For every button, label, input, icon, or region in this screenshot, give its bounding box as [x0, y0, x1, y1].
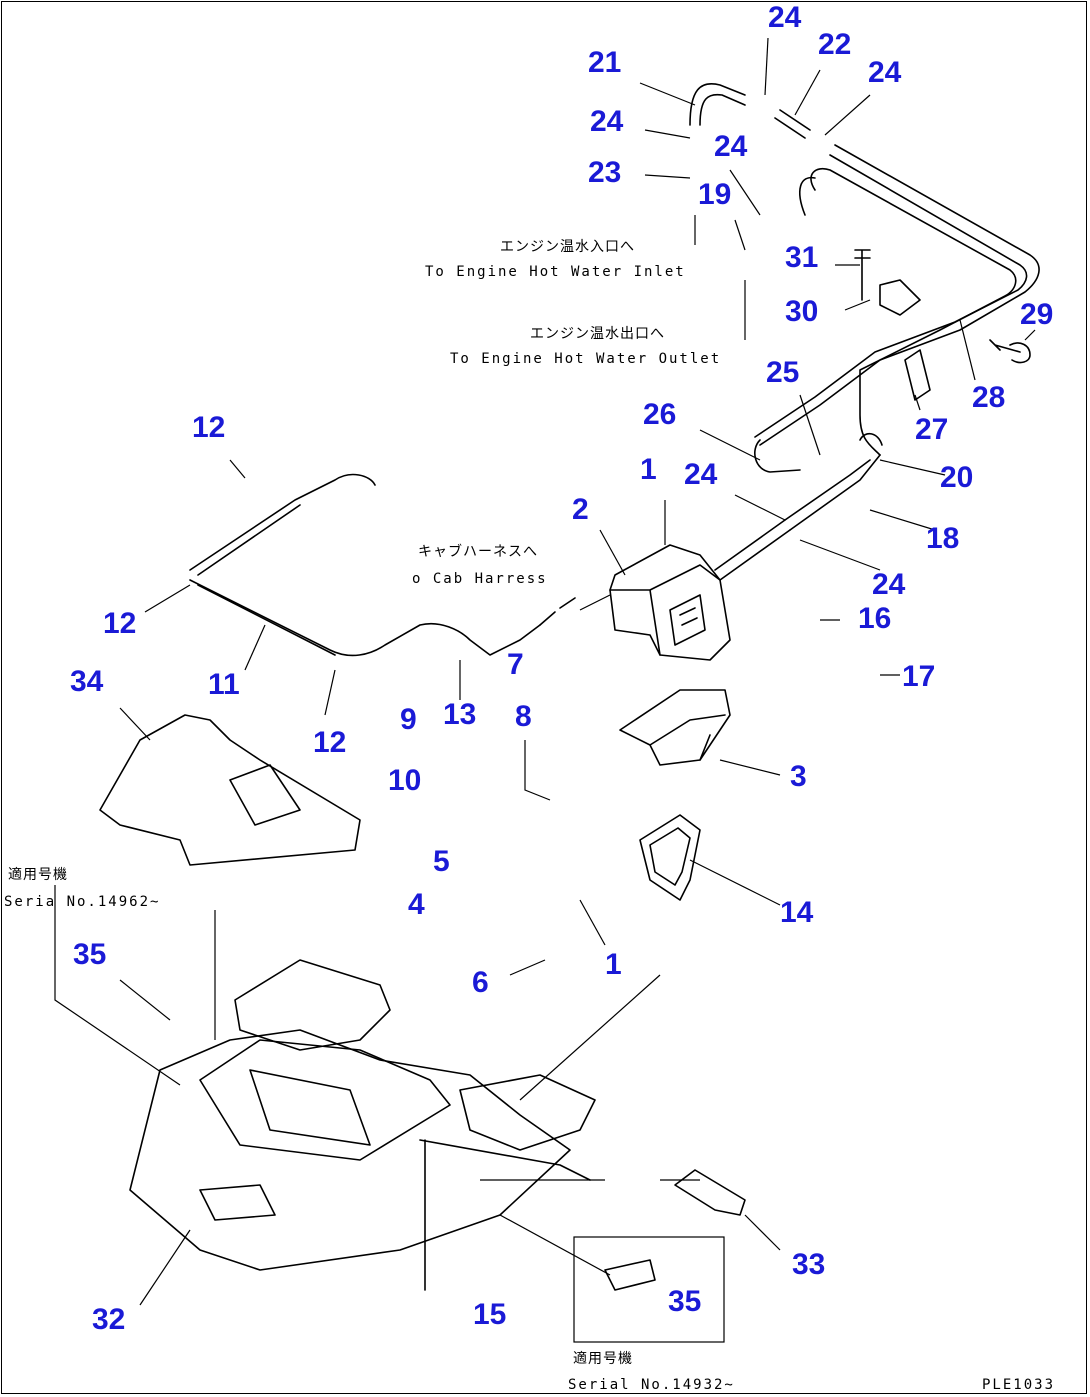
- cab-harness-note-jp: キャブハーネスへ: [418, 544, 538, 560]
- heater-unit: [609, 544, 731, 661]
- clip: [674, 1169, 746, 1216]
- outlet-note-jp: エンジン温水出口へ: [530, 326, 665, 342]
- gasket: [639, 814, 701, 901]
- part-label-24: 24: [590, 105, 624, 138]
- clamp-parts: [854, 249, 1031, 401]
- part-label-24: 24: [868, 56, 902, 89]
- inlet-note-en: To Engine Hot Water Inlet: [425, 264, 686, 280]
- part-label-2: 2: [572, 493, 589, 526]
- part-label-16: 16: [858, 602, 892, 635]
- part-label-20: 20: [940, 461, 974, 494]
- part-label-18: 18: [926, 522, 960, 555]
- part-label-26: 26: [643, 398, 677, 431]
- part-label-12: 12: [313, 726, 347, 759]
- part-label-10: 10: [388, 764, 422, 797]
- part-label-11: 11: [208, 668, 240, 701]
- part-label-15: 15: [473, 1298, 507, 1331]
- part-label-24: 24: [768, 1, 802, 34]
- part-label-19: 19: [698, 178, 732, 211]
- leader-lines: [54, 37, 1036, 1306]
- part-label-1: 1: [640, 453, 657, 486]
- part-label-34: 34: [70, 665, 104, 698]
- part-label-8: 8: [515, 700, 532, 733]
- part-label-33: 33: [792, 1248, 826, 1281]
- part-label-6: 6: [472, 966, 489, 999]
- part-label-7: 7: [507, 648, 524, 681]
- part-label-24: 24: [714, 130, 748, 163]
- serial-left-note-en: Seria No.14962~: [4, 894, 161, 910]
- part-label-30: 30: [785, 295, 819, 328]
- part-label-21: 21: [588, 46, 622, 79]
- floor-mat: [99, 714, 361, 866]
- part-label-3: 3: [790, 760, 807, 793]
- floor-frame: [129, 959, 596, 1291]
- part-label-29: 29: [1020, 298, 1054, 331]
- cab-harness-note-en: o Cab Harress: [412, 571, 548, 587]
- part-label-25: 25: [766, 356, 800, 389]
- serial-bottom-note-en: Serial No.14932~: [568, 1377, 735, 1393]
- part-label-28: 28: [972, 381, 1006, 414]
- part-label-5: 5: [433, 845, 450, 878]
- duct: [619, 689, 731, 766]
- part-label-35: 35: [73, 938, 107, 971]
- part-label-9: 9: [400, 703, 417, 736]
- part-label-24: 24: [872, 568, 906, 601]
- part-label-35: 35: [668, 1285, 702, 1318]
- harness: [189, 473, 576, 657]
- outlet-note-en: To Engine Hot Water Outlet: [450, 351, 722, 367]
- part-label-12: 12: [192, 411, 226, 444]
- part-label-27: 27: [915, 413, 949, 446]
- part-label-32: 32: [92, 1303, 126, 1336]
- serial-left-note-jp: 適用号機: [8, 867, 68, 883]
- part-label-17: 17: [902, 660, 936, 693]
- part-label-13: 13: [443, 698, 477, 731]
- part-label-23: 23: [588, 156, 622, 189]
- part-label-14: 14: [780, 896, 814, 929]
- part-label-4: 4: [408, 888, 425, 921]
- serial-inset-frame: [573, 1236, 725, 1343]
- inlet-note-jp: エンジン温水入口へ: [500, 239, 635, 255]
- hose-assembly: [689, 83, 1040, 581]
- part-label-31: 31: [785, 241, 819, 274]
- part-label-1: 1: [605, 948, 622, 981]
- part-label-12: 12: [103, 607, 137, 640]
- part-label-22: 22: [818, 28, 852, 61]
- figure-code: PLE1033: [982, 1377, 1056, 1393]
- serial-bottom-note-jp: 適用号機: [573, 1351, 633, 1367]
- part-label-24: 24: [684, 458, 718, 491]
